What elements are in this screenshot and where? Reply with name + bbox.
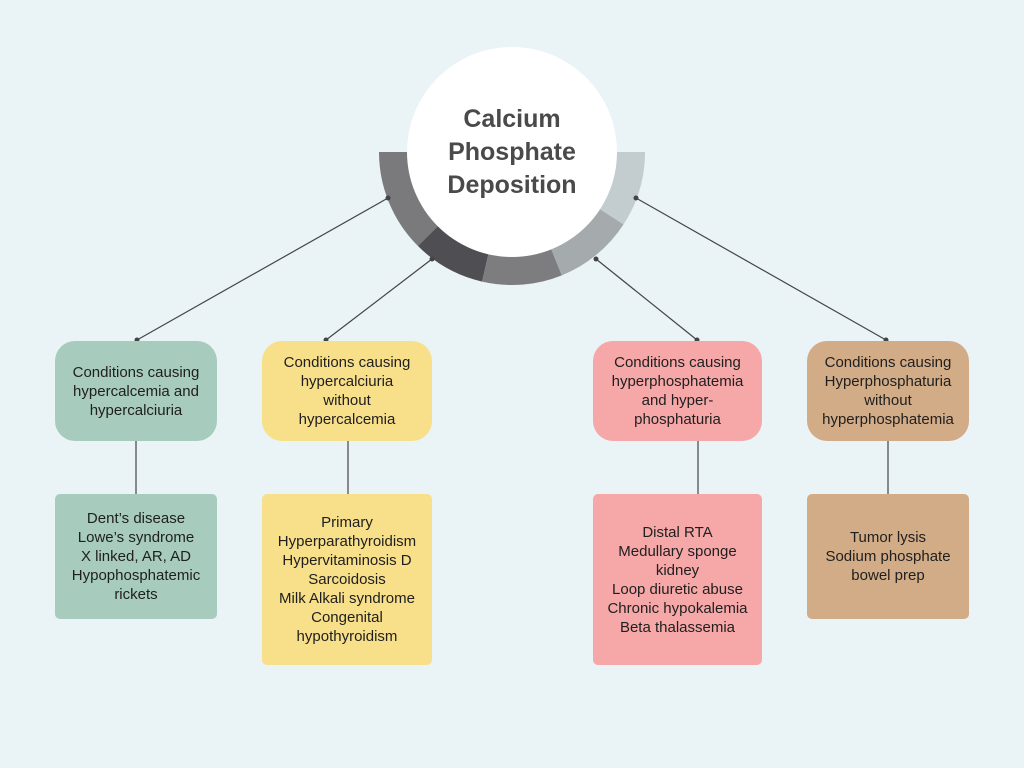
branch-3-items: Distal RTA Medullary sponge kidney Loop … — [593, 494, 762, 665]
connector-dot-3 — [593, 256, 599, 262]
branch-4-heading: Conditions causing Hyperphosphaturia wit… — [807, 341, 969, 441]
branch-2-items: Primary Hyperparathyroidism Hypervitamin… — [262, 494, 432, 665]
connector-dot-2 — [429, 256, 435, 262]
ring-segment-4 — [547, 204, 624, 276]
ring-segment-1 — [379, 152, 445, 247]
branch-2-heading: Conditions causing hypercalciuria withou… — [262, 341, 432, 441]
connectors — [134, 195, 889, 494]
branch-4-items: Tumor lysis Sodium phosphate bowel prep — [807, 494, 969, 619]
connector-line-1 — [136, 197, 389, 341]
connector-dot-4 — [633, 195, 639, 201]
connector-line-2 — [325, 258, 433, 341]
hub-circle: Calcium Phosphate Deposition — [407, 47, 617, 257]
ring-segment-2 — [417, 219, 491, 282]
branch-3-heading: Conditions causing hyperphosphatemia and… — [593, 341, 762, 441]
branch-1-heading: Conditions causing hypercalcemia and hyp… — [55, 341, 217, 441]
ring-segment-5 — [592, 152, 645, 225]
connector-line-3 — [595, 258, 698, 341]
diagram-title: Calcium Phosphate Deposition — [447, 104, 577, 199]
branch-1-items: Dent’s disease Lowe’s syndrome X linked,… — [55, 494, 217, 619]
connector-dot-1 — [385, 195, 391, 201]
hub-ring — [379, 152, 645, 286]
connector-line-4 — [635, 197, 887, 341]
